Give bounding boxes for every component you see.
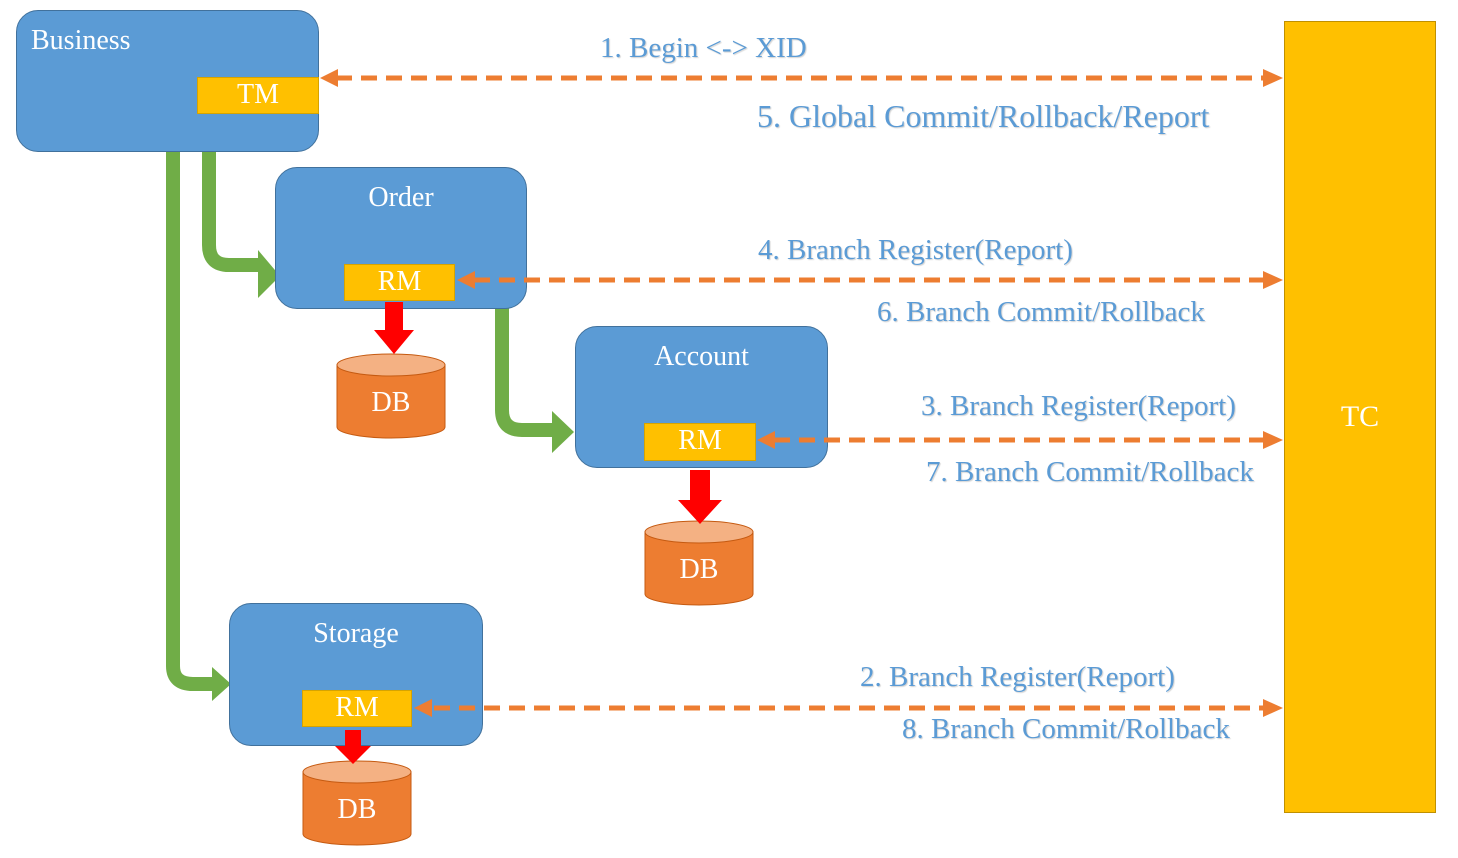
step-4-label: 4. Branch Register(Report) (758, 234, 1073, 266)
account-db-label: DB (679, 554, 719, 585)
account-arrowhead-left (757, 431, 775, 449)
step-5-label: 5. Global Commit/Rollback/Report (757, 98, 1210, 134)
order-rm-badge: RM (344, 264, 455, 301)
call-arrowhead-storage (212, 667, 231, 701)
business-title: Business (31, 25, 131, 56)
account-database: DB (644, 520, 754, 606)
storage-arrowhead-right (1263, 699, 1283, 717)
tc-label: TC (1340, 400, 1380, 433)
database-icon (302, 760, 412, 846)
order-arrowhead-left (457, 271, 475, 289)
storage-rm-badge: RM (302, 690, 412, 727)
storage-database: DB (302, 760, 412, 846)
account-rm-badge: RM (644, 423, 756, 461)
storage-db-label: DB (337, 794, 377, 825)
order-db-arrow (374, 302, 414, 354)
business-service: Business TM (16, 10, 319, 152)
call-arrow-business-order (202, 152, 262, 272)
database-icon (336, 353, 446, 439)
tm-arrowhead-right (1263, 69, 1283, 87)
account-arrowhead-right (1263, 431, 1283, 449)
storage-service: Storage RM (229, 603, 483, 746)
order-database: DB (336, 353, 446, 439)
database-icon (644, 520, 754, 606)
step-8-label: 8. Branch Commit/Rollback (902, 713, 1230, 745)
call-arrowhead-order (258, 250, 280, 298)
account-db-arrow (678, 470, 722, 524)
storage-title: Storage (313, 618, 399, 649)
order-title: Order (368, 182, 434, 213)
step-2-label: 2. Branch Register(Report) (860, 661, 1175, 693)
storage-db-arrow (335, 730, 371, 764)
order-db-label: DB (371, 387, 411, 418)
call-arrow-business-storage (166, 152, 215, 691)
call-arrowhead-account (552, 411, 574, 453)
account-title: Account (654, 341, 749, 372)
order-arrowhead-right (1263, 271, 1283, 289)
step-6-label: 6. Branch Commit/Rollback (877, 296, 1205, 328)
step-1-label: 1. Begin <-> XID (600, 32, 807, 64)
step-7-label: 7. Branch Commit/Rollback (926, 456, 1254, 488)
call-arrow-order-account (495, 306, 556, 437)
step-3-label: 3. Branch Register(Report) (921, 390, 1236, 422)
storage-arrowhead-left (414, 699, 432, 717)
tm-badge: TM (197, 77, 319, 114)
account-service: Account RM (575, 326, 828, 468)
tm-arrowhead-left (320, 69, 338, 87)
transaction-coordinator: TC (1284, 21, 1436, 813)
